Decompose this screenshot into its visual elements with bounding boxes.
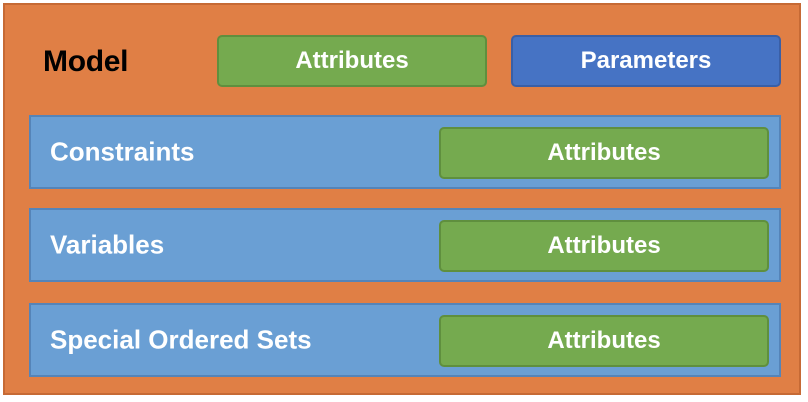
constraints-attributes-label: Attributes <box>547 139 661 166</box>
constraints-label: Constraints <box>50 136 195 167</box>
variables-attributes-label: Attributes <box>547 232 661 259</box>
special-ordered-sets-attributes-label: Attributes <box>547 327 661 354</box>
special-ordered-sets-label: Special Ordered Sets <box>50 324 312 355</box>
variables-section: Variables Attributes <box>29 208 781 282</box>
model-parameters-label: Parameters <box>580 47 712 74</box>
special-ordered-sets-attributes-box: Attributes <box>439 315 769 367</box>
model-title: Model <box>43 45 129 78</box>
model-attributes-box: Attributes <box>217 35 487 87</box>
variables-attributes-box: Attributes <box>439 220 769 272</box>
special-ordered-sets-section: Special Ordered Sets Attributes <box>29 303 781 377</box>
variables-label: Variables <box>50 229 165 260</box>
constraints-section: Constraints Attributes <box>29 115 781 189</box>
model-attributes-label: Attributes <box>295 47 409 74</box>
model-parameters-box: Parameters <box>511 35 781 87</box>
constraints-attributes-box: Attributes <box>439 127 769 179</box>
